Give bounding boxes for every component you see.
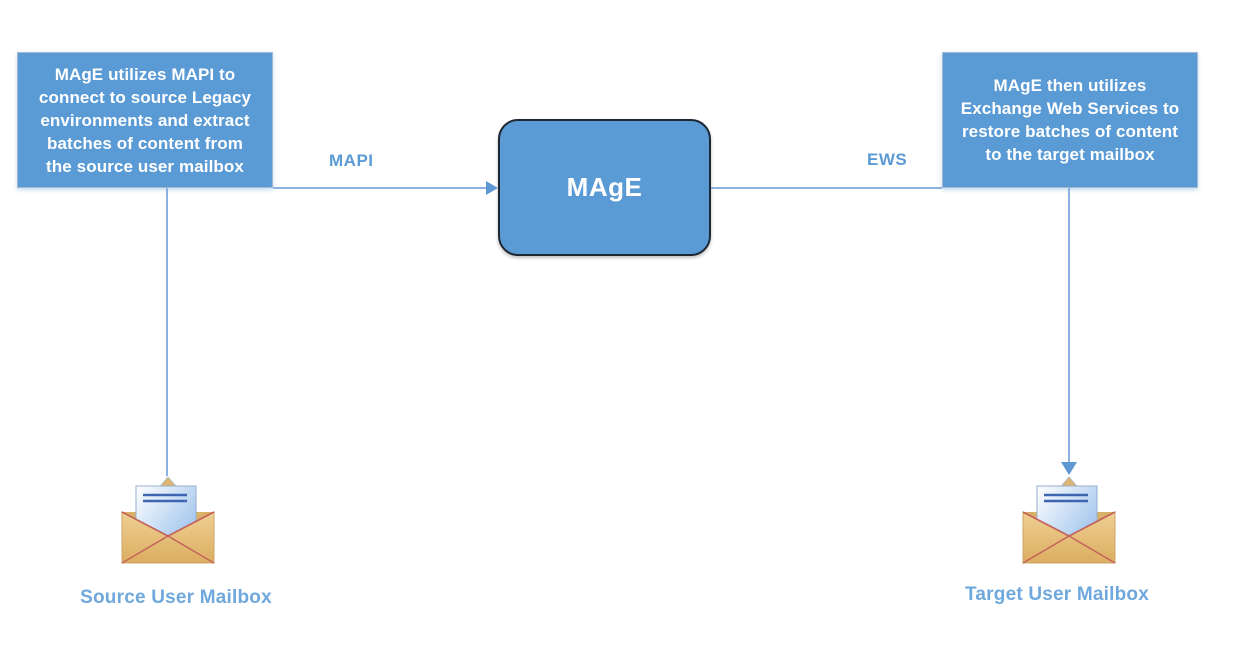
mage-node: MAgE [498,119,711,256]
target-description-text: MAgE then utilizes Exchange Web Services… [960,76,1180,164]
target-description-box: MAgE then utilizes Exchange Web Services… [942,52,1198,188]
ews-connector-label: EWS [867,150,908,169]
ews-connector-line [711,187,942,189]
source-mailbox-label: Source User Mailbox [80,587,272,608]
target-open-envelope-icon [1022,476,1116,564]
source-description-box: MAgE utilizes MAPI to connect to source … [17,52,273,188]
mapi-arrowhead-icon [486,181,498,195]
target-mailbox-label: Target User Mailbox [965,584,1149,605]
target-mailbox-connector-line [1068,188,1070,462]
source-description-text: MAgE utilizes MAPI to connect to source … [38,64,252,176]
source-open-envelope-icon [121,476,215,564]
source-mailbox-connector-line [166,188,168,476]
target-arrowhead-icon [1061,462,1077,475]
mage-node-label: MAgE [566,172,643,202]
mapi-connector-label: MAPI [329,151,374,170]
mapi-connector-line [273,187,486,189]
